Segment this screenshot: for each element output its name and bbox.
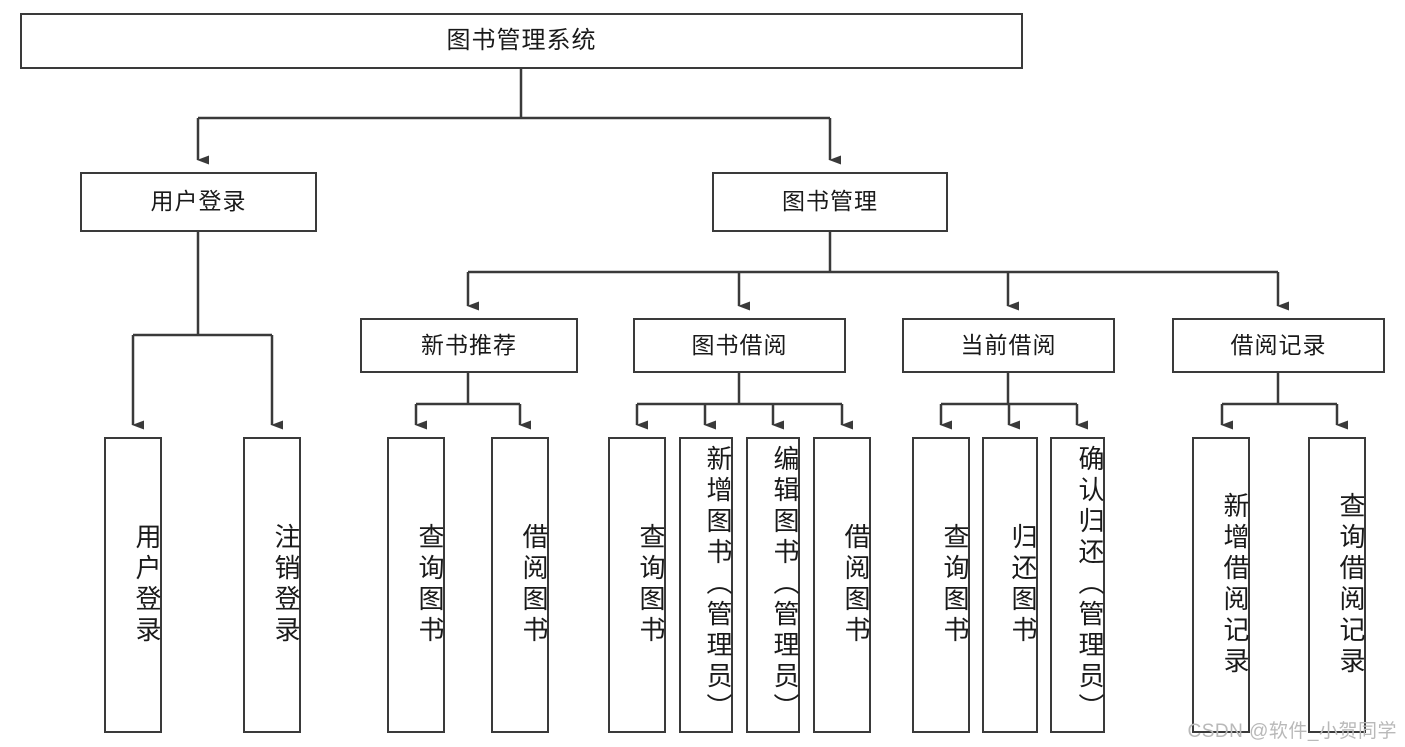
node-leaf-confirm-return[interactable]: 确认归还（管理员） <box>1050 437 1105 733</box>
node-leaf-user-login-label: 用户登录 <box>132 523 162 647</box>
node-leaf-query-book-3-label: 查询图书 <box>940 523 970 647</box>
node-new-book-rec-label: 新书推荐 <box>421 331 517 358</box>
node-book-manage-label: 图书管理 <box>782 188 878 215</box>
node-user-login[interactable]: 用户登录 <box>80 172 317 232</box>
node-user-login-label: 用户登录 <box>150 188 247 215</box>
node-leaf-add-record-label: 新增借阅记录 <box>1220 492 1250 678</box>
node-leaf-edit-book-label: 编辑图书（管理员） <box>770 445 800 724</box>
node-leaf-logout[interactable]: 注销登录 <box>243 437 301 733</box>
node-leaf-query-book-1[interactable]: 查询图书 <box>387 437 445 733</box>
node-leaf-query-book-2[interactable]: 查询图书 <box>608 437 666 733</box>
node-borrow-record[interactable]: 借阅记录 <box>1172 318 1385 373</box>
node-leaf-query-book-3[interactable]: 查询图书 <box>912 437 970 733</box>
node-leaf-return-book-label: 归还图书 <box>1008 523 1038 647</box>
node-current-borrow[interactable]: 当前借阅 <box>902 318 1115 373</box>
node-book-borrow[interactable]: 图书借阅 <box>633 318 846 373</box>
node-leaf-return-book[interactable]: 归还图书 <box>982 437 1038 733</box>
node-current-borrow-label: 当前借阅 <box>960 331 1057 358</box>
node-leaf-borrow-book-1-label: 借阅图书 <box>519 523 549 647</box>
node-leaf-borrow-book-1[interactable]: 借阅图书 <box>491 437 549 733</box>
node-leaf-query-book-1-label: 查询图书 <box>415 523 445 647</box>
node-leaf-query-record[interactable]: 查询借阅记录 <box>1308 437 1366 733</box>
node-borrow-record-label: 借阅记录 <box>1230 331 1327 358</box>
node-leaf-add-book[interactable]: 新增图书（管理员） <box>679 437 733 733</box>
node-leaf-query-record-label: 查询借阅记录 <box>1336 492 1366 678</box>
node-leaf-borrow-book-2-label: 借阅图书 <box>841 523 871 647</box>
node-root[interactable]: 图书管理系统 <box>20 13 1023 69</box>
node-leaf-logout-label: 注销登录 <box>271 523 301 647</box>
node-book-manage[interactable]: 图书管理 <box>712 172 948 232</box>
node-root-label: 图书管理系统 <box>446 26 597 54</box>
node-leaf-borrow-book-2[interactable]: 借阅图书 <box>813 437 871 733</box>
node-leaf-add-book-label: 新增图书（管理员） <box>703 445 733 724</box>
node-leaf-user-login[interactable]: 用户登录 <box>104 437 162 733</box>
node-leaf-confirm-return-label: 确认归还（管理员） <box>1075 445 1105 724</box>
node-leaf-edit-book[interactable]: 编辑图书（管理员） <box>746 437 800 733</box>
node-book-borrow-label: 图书借阅 <box>691 331 788 358</box>
node-leaf-query-book-2-label: 查询图书 <box>636 523 666 647</box>
node-leaf-add-record[interactable]: 新增借阅记录 <box>1192 437 1250 733</box>
node-new-book-rec[interactable]: 新书推荐 <box>360 318 578 373</box>
